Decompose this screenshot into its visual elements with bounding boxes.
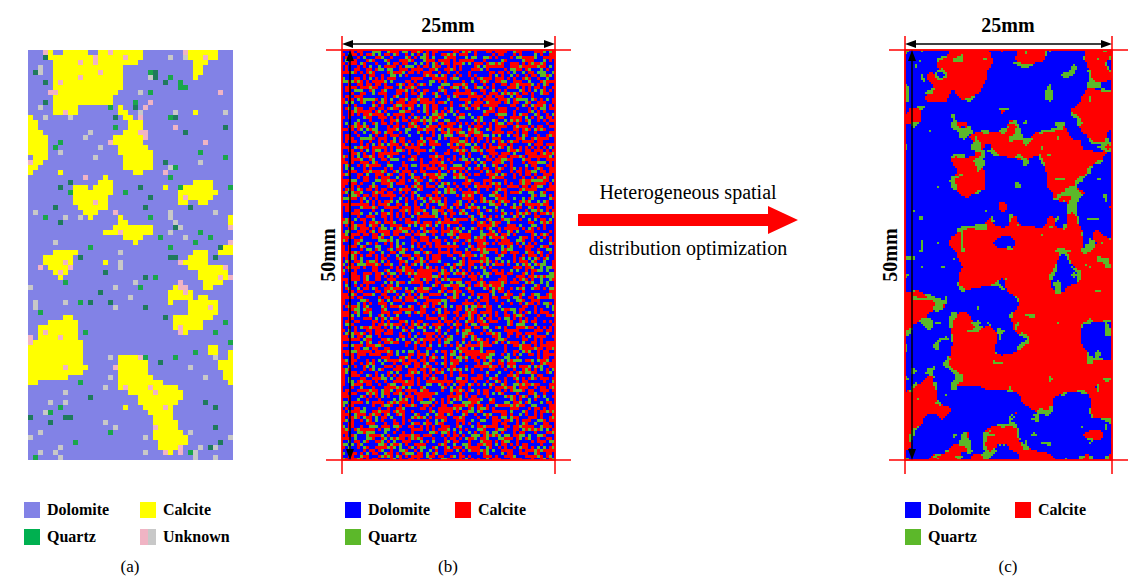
frame-rect bbox=[905, 50, 1112, 460]
legend-item: Dolomite bbox=[345, 501, 430, 519]
legend-text: Calcite bbox=[478, 501, 526, 519]
legend-item: Calcite bbox=[1015, 501, 1086, 519]
mineral-grain bbox=[342, 50, 555, 460]
dimension-line bbox=[350, 43, 547, 45]
legend-text: Quartz bbox=[368, 528, 417, 546]
mineral-cluster bbox=[905, 50, 1112, 460]
mineral-map-c bbox=[905, 50, 1112, 460]
legend-swatch bbox=[1015, 502, 1031, 518]
legend-item: Calcite bbox=[140, 501, 211, 519]
extension-line bbox=[904, 36, 906, 474]
dimension-line bbox=[911, 58, 913, 452]
legend-swatch bbox=[24, 502, 40, 518]
legend-item: Dolomite bbox=[24, 501, 109, 519]
panel-caption: (b) bbox=[438, 557, 458, 577]
arrow-head bbox=[342, 40, 353, 48]
extension-line bbox=[1111, 36, 1113, 474]
legend-swatch bbox=[140, 529, 156, 545]
mineral-cluster bbox=[905, 50, 1112, 460]
legend-item: Quartz bbox=[905, 528, 977, 546]
mineral-pixel bbox=[28, 50, 233, 455]
mineral-pixel bbox=[28, 55, 228, 450]
legend-text: Dolomite bbox=[928, 501, 990, 519]
mineral-pixel bbox=[28, 55, 233, 460]
legend-item: Dolomite bbox=[905, 501, 990, 519]
panel-caption: (a) bbox=[121, 557, 140, 577]
dimension-line bbox=[913, 43, 1104, 45]
legend-swatch bbox=[905, 502, 921, 518]
arrow-head bbox=[544, 40, 555, 48]
dimension-label: 25mm bbox=[981, 14, 1034, 37]
mineral-pixel bbox=[28, 50, 233, 460]
process-arrow bbox=[578, 206, 798, 234]
frame-rect bbox=[342, 50, 555, 460]
dimension-label: 25mm bbox=[421, 14, 474, 37]
red-frame bbox=[889, 36, 1128, 474]
mineral-pixel bbox=[28, 50, 233, 455]
legend-text: Dolomite bbox=[47, 501, 109, 519]
mineral-grain bbox=[342, 50, 555, 460]
legend-text: Quartz bbox=[928, 528, 977, 546]
process-label: Heterogeneous spatial distribution optim… bbox=[563, 164, 813, 276]
extension-line bbox=[326, 459, 571, 461]
legend-swatch bbox=[345, 502, 361, 518]
legend-text: Calcite bbox=[163, 501, 211, 519]
legend-text: Calcite bbox=[1038, 501, 1086, 519]
legend-item: Quartz bbox=[24, 528, 96, 546]
legend-item: Calcite bbox=[455, 501, 526, 519]
red-frame bbox=[326, 36, 571, 474]
arrow-head bbox=[1101, 40, 1112, 48]
dimension-line bbox=[349, 58, 351, 452]
dimension-arrow bbox=[342, 40, 555, 460]
legend-swatch bbox=[905, 529, 921, 545]
mineral-cluster bbox=[905, 50, 1112, 460]
dimension-label: 50mm bbox=[879, 228, 902, 281]
legend-text: Dolomite bbox=[368, 501, 430, 519]
extension-line bbox=[554, 36, 556, 474]
legend-item: Quartz bbox=[345, 528, 417, 546]
dimension-label: 50mm bbox=[317, 228, 340, 281]
legend-swatch bbox=[345, 529, 361, 545]
extension-line bbox=[889, 459, 1128, 461]
legend-item: Unknown bbox=[140, 528, 230, 546]
arrow-head bbox=[908, 50, 916, 61]
arrow-head bbox=[346, 50, 354, 61]
arrow-head bbox=[908, 449, 916, 460]
mineral-map-b bbox=[342, 50, 555, 460]
legend-text: Unknown bbox=[163, 528, 230, 546]
legend-text: Quartz bbox=[47, 528, 96, 546]
arrow-head bbox=[905, 40, 916, 48]
panel-caption: (c) bbox=[999, 557, 1018, 577]
legend-swatch bbox=[140, 502, 156, 518]
extension-line bbox=[889, 49, 1128, 51]
legend-swatch bbox=[455, 502, 471, 518]
legend-swatch bbox=[24, 529, 40, 545]
mineral-map-a bbox=[28, 50, 233, 460]
arrow-head bbox=[346, 449, 354, 460]
mineral-grain bbox=[342, 50, 555, 460]
mineral-pixel bbox=[33, 70, 233, 460]
extension-line bbox=[341, 36, 343, 474]
extension-line bbox=[326, 49, 571, 51]
dimension-arrow bbox=[905, 40, 1112, 460]
